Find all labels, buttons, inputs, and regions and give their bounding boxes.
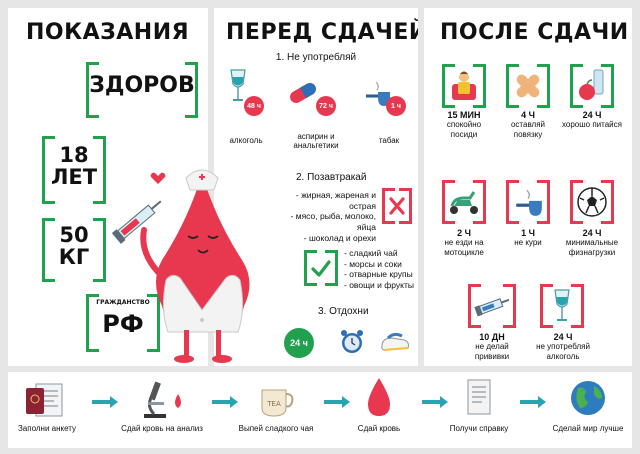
pipe-icon <box>516 189 542 216</box>
section-have-breakfast: 2. Позавтракай <box>296 172 367 183</box>
alcohol-badge: 48 ч <box>244 96 264 116</box>
avoid-food-list: - жирная, жареная и острая - мясо, рыба,… <box>290 190 376 243</box>
tea-cup-icon: TEA <box>261 389 294 417</box>
frame-sport <box>570 180 614 224</box>
tobacco-label: табак <box>378 136 400 145</box>
before-donation-panel: ПЕРЕД СДАЧЕЙ 1. Не употребляй 48 ч алког… <box>214 8 418 366</box>
weight-value: 50 КГ <box>58 223 90 270</box>
after-donation-title: ПОСЛЕ СДАЧИ <box>440 20 629 45</box>
weight-frame <box>42 218 106 282</box>
arrow-right-icon <box>324 396 350 408</box>
step-label-form: Заполни анкету <box>17 424 77 433</box>
wine-glass-icon <box>230 69 246 101</box>
sitting-person-icon <box>452 71 476 100</box>
syringe-icon <box>474 298 510 317</box>
indications-panel: ПОКАЗАНИЯ ЗДОРОВ 18 ЛЕТ 50 КГ ГРАЖДАНСТВ… <box>8 8 208 366</box>
frame-food <box>570 64 614 108</box>
cross-icon <box>389 197 405 215</box>
step-label-certificate: Получи справку <box>449 424 509 433</box>
healthy-label: ЗДОРОВ <box>89 73 195 98</box>
citizenship-label: ГРАЖДАНСТВО <box>96 299 150 306</box>
allowed-food-list: - сладкий чай - морсы и соки - отварные … <box>344 248 414 290</box>
frame-sit <box>442 64 486 108</box>
before-donation-title: ПЕРЕД СДАЧЕЙ <box>226 20 418 45</box>
frame-bandage <box>506 64 550 108</box>
section-do-not-consume: 1. Не употребляй <box>275 52 357 63</box>
step-label-donate: Сдай кровь <box>357 424 401 433</box>
indications-title: ПОКАЗАНИЯ <box>26 20 190 45</box>
scooter-icon <box>450 191 478 214</box>
aspirin-label: аспирин и анальгетики <box>293 132 339 151</box>
check-icon <box>311 260 331 277</box>
arrow-right-icon <box>422 396 448 408</box>
rest-badge: 24 ч <box>284 328 314 358</box>
soccer-ball-icon <box>577 187 607 217</box>
arrow-right-icon <box>520 396 546 408</box>
arrow-right-icon <box>92 396 118 408</box>
arrow-right-icon <box>212 396 238 408</box>
bandage-icon <box>516 74 540 98</box>
healthy-frame <box>86 62 198 118</box>
section-rest: 3. Отдохни <box>318 306 369 317</box>
step-label-better-world: Сделай мир лучше <box>552 424 624 433</box>
frame-no-smoke <box>506 180 550 224</box>
tobacco-badge: 1 ч <box>386 96 406 116</box>
aspirin-badge: 72 ч <box>316 96 336 116</box>
allow-frame <box>304 250 338 286</box>
tea-cup-text: TEA <box>266 400 281 408</box>
avoid-frame <box>382 188 412 224</box>
step-label-tea: Выпей сладкого чая <box>238 424 314 433</box>
certificate-icon <box>467 379 491 415</box>
slippers-icon <box>381 332 409 351</box>
age-value: 18 ЛЕТ <box>50 143 98 190</box>
citizenship-frame <box>86 294 160 352</box>
citizenship-value: РФ <box>102 310 144 338</box>
frame-no-alcohol <box>540 284 584 328</box>
frame-vaccine <box>468 284 516 328</box>
alcohol-label: алкоголь <box>229 136 263 145</box>
microscope-icon <box>144 381 181 418</box>
age-frame <box>42 136 106 204</box>
food-icon <box>579 69 604 100</box>
donation-steps-panel: Заполни анкету Сдай кровь на анализ TEA … <box>8 372 632 448</box>
globe-icon <box>571 381 605 415</box>
step-label-analysis: Сдай кровь на анализ <box>121 424 203 433</box>
alarm-clock-icon <box>341 330 363 353</box>
blood-drop-icon <box>368 378 390 416</box>
wine-glass-icon <box>554 289 570 321</box>
passport-form-icon <box>26 383 63 417</box>
pill-icon <box>290 83 316 103</box>
frame-scooter <box>442 180 486 224</box>
blood-drop-mascot <box>111 169 250 363</box>
